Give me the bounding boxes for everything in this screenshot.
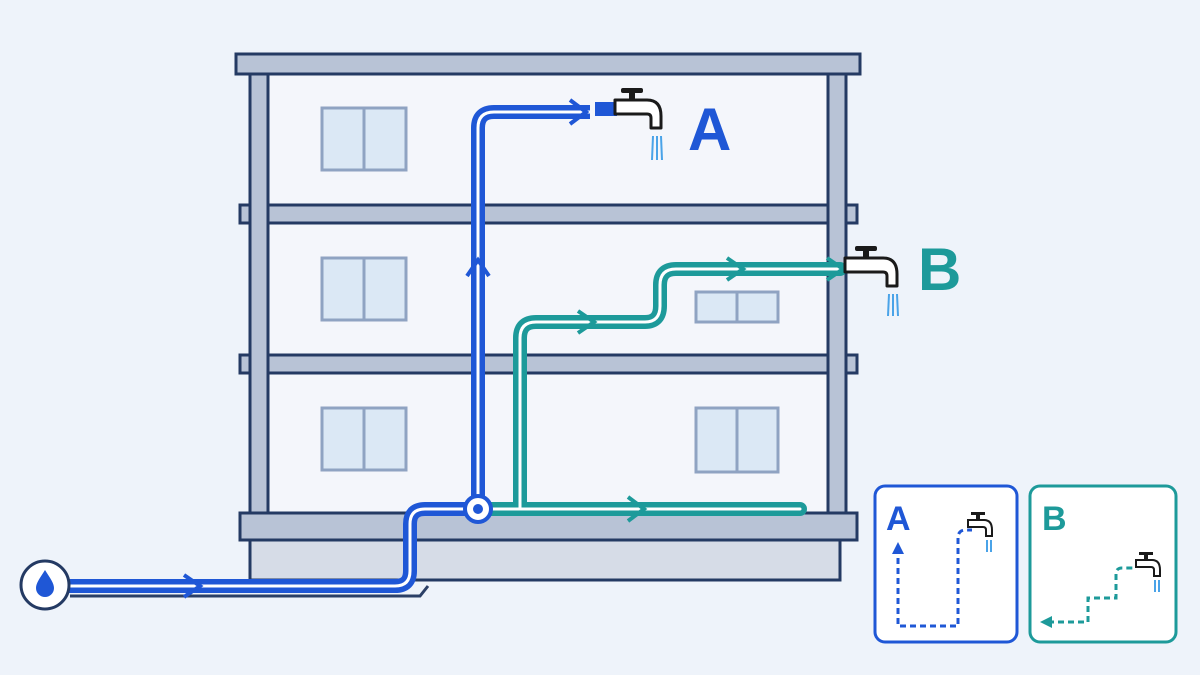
legend-a-label: A bbox=[886, 500, 911, 538]
flow-arrow bbox=[182, 573, 204, 599]
floor-slab-1 bbox=[238, 353, 859, 375]
faucet-icon bbox=[843, 246, 899, 317]
window bbox=[320, 406, 408, 472]
junction-node bbox=[463, 494, 493, 524]
faucet-icon bbox=[967, 512, 993, 552]
left-column bbox=[248, 72, 270, 515]
flow-arrow bbox=[465, 256, 491, 278]
window bbox=[694, 406, 780, 474]
legend-a-path bbox=[896, 528, 972, 628]
legend-b-path bbox=[1048, 566, 1136, 624]
pipe-a bbox=[465, 98, 590, 509]
flow-arrow bbox=[825, 256, 847, 282]
flow-arrow bbox=[725, 256, 747, 282]
legend-card-a: A bbox=[873, 484, 1019, 644]
flow-arrow bbox=[626, 495, 648, 523]
supply-pipe bbox=[42, 502, 478, 599]
floor-slab-2 bbox=[238, 203, 859, 225]
legend-a-arrow bbox=[892, 542, 904, 554]
faucet-icon bbox=[1135, 552, 1161, 592]
building-base bbox=[248, 538, 842, 582]
faucet-icon bbox=[595, 88, 663, 161]
legend-card-b: B bbox=[1028, 484, 1178, 644]
ground-slab bbox=[238, 511, 859, 542]
legend-b-label: B bbox=[1042, 500, 1067, 538]
legend-b-arrow bbox=[1040, 616, 1052, 628]
building bbox=[234, 52, 862, 582]
outlet-b-label: B bbox=[918, 236, 961, 303]
pipe-b bbox=[471, 256, 847, 523]
roof-slab bbox=[234, 52, 862, 76]
right-column bbox=[826, 72, 848, 515]
window bbox=[694, 290, 780, 324]
window bbox=[320, 106, 408, 172]
water-drop-icon bbox=[19, 559, 71, 611]
flow-arrow bbox=[568, 98, 590, 126]
window bbox=[320, 256, 408, 322]
flow-arrow bbox=[576, 309, 598, 335]
outlet-a-label: A bbox=[688, 96, 731, 163]
